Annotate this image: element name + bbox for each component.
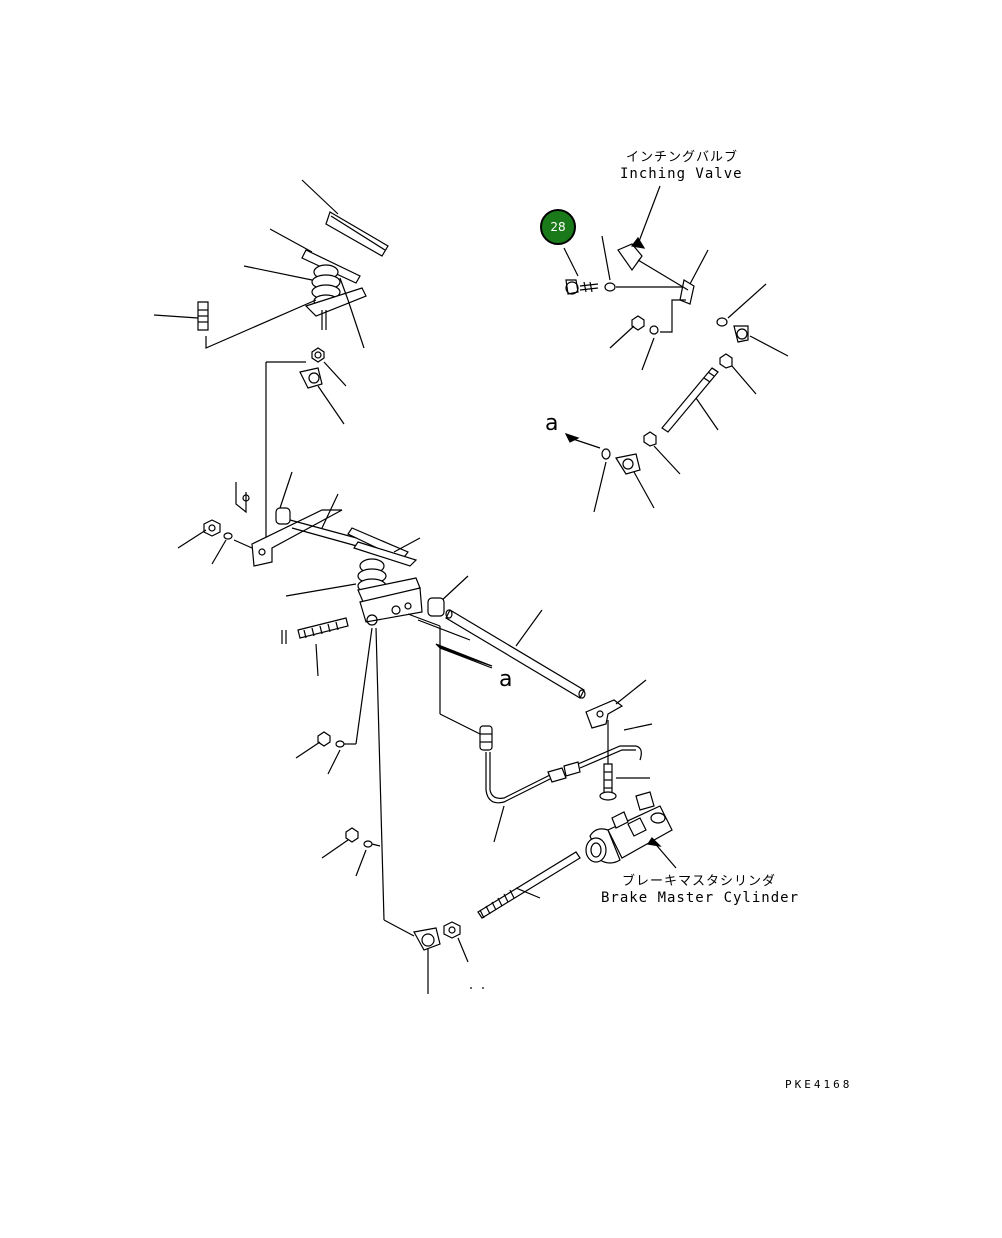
brake-master-cylinder-label: Brake Master Cylinder <box>601 890 800 906</box>
inching-valve-label: Inching Valve <box>620 166 743 182</box>
view-reference-a-upper: a <box>545 411 559 436</box>
upper-pedal-assembly <box>153 179 389 425</box>
view-reference-a-lower: a <box>499 667 513 692</box>
brake-master-cylinder-label-jp: ブレーキマスタシリンダ <box>622 874 777 889</box>
brake-line-assembly <box>413 725 677 994</box>
pedal-shaft-assembly <box>177 361 653 937</box>
drawing-code: PKE4168 <box>785 1078 853 1091</box>
part-callout-28[interactable]: 28 <box>540 209 576 245</box>
inching-valve-label-jp: インチングバルブ <box>626 150 739 165</box>
inching-valve-assembly <box>563 185 789 513</box>
